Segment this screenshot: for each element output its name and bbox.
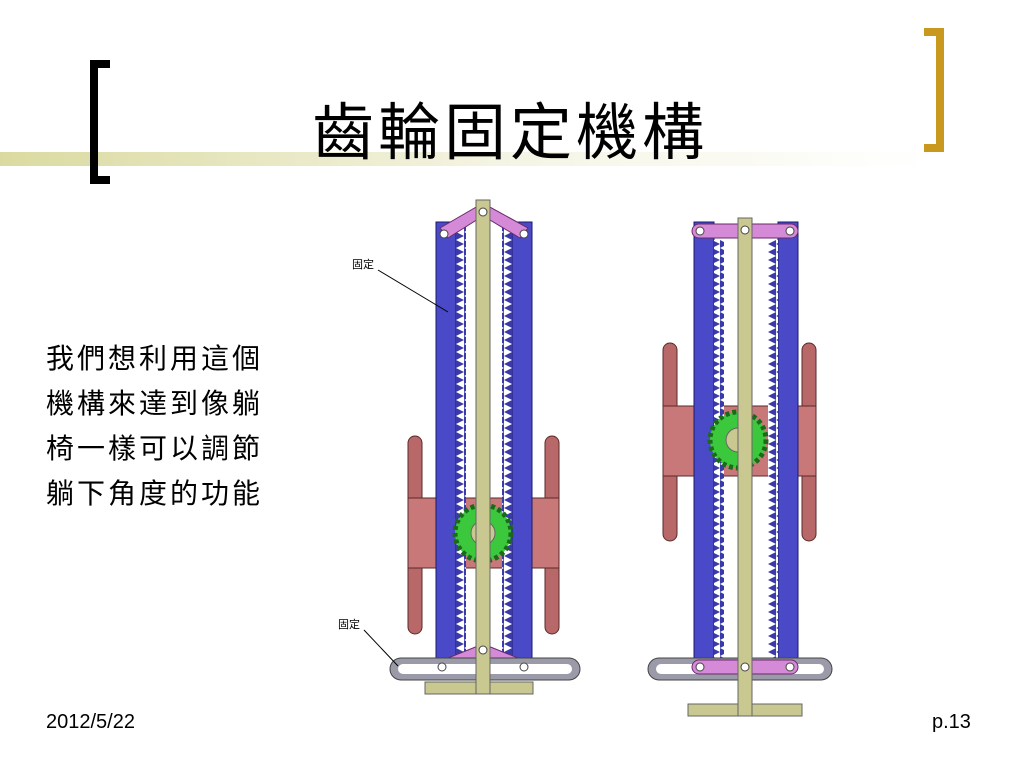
rack-right-teeth bbox=[768, 240, 778, 670]
rack-left-teeth bbox=[456, 226, 466, 666]
footer-date: 2012/5/22 bbox=[46, 711, 135, 733]
body-line: 我們想利用這個 bbox=[46, 342, 264, 375]
footer-page-number: p.13 bbox=[932, 711, 971, 733]
right-bracket-decoration bbox=[924, 28, 944, 152]
body-text: 我們想利用這個 機構來達到像躺 椅一樣可以調節 躺下角度的功能 bbox=[46, 336, 336, 516]
title-underline-bar bbox=[0, 152, 930, 166]
rack-right-teeth bbox=[502, 226, 512, 666]
body-line: 機構來達到像躺 bbox=[46, 387, 264, 420]
left-bracket-decoration bbox=[90, 60, 110, 184]
mechanism-extended: 固定 固定 bbox=[338, 199, 581, 695]
label-fixed-top: 固定 bbox=[352, 257, 374, 271]
rack-left bbox=[435, 221, 457, 671]
label-fixed-bottom: 固定 bbox=[338, 617, 360, 631]
mechanism-retracted bbox=[647, 217, 833, 717]
center-rod bbox=[475, 199, 491, 695]
body-line: 椅一樣可以調節 bbox=[46, 432, 264, 465]
center-rod bbox=[737, 217, 753, 717]
slide-title: 齒輪固定機構 bbox=[311, 96, 708, 169]
rack-right bbox=[777, 221, 799, 675]
body-line: 躺下角度的功能 bbox=[46, 477, 264, 510]
rack-right bbox=[511, 221, 533, 671]
